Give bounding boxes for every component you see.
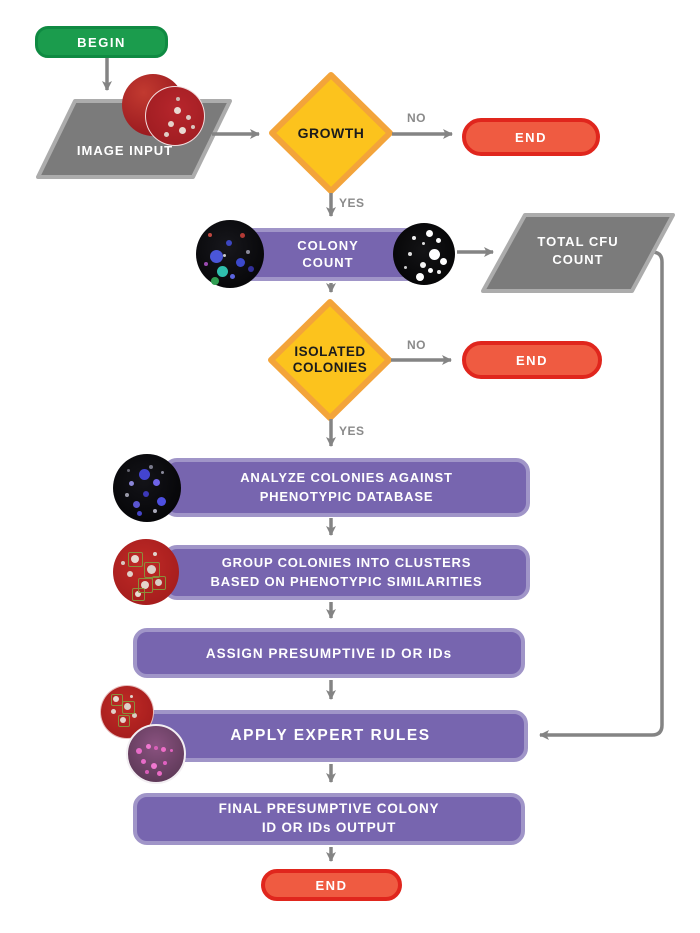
growth-label: GROWTH bbox=[297, 125, 365, 141]
isolated-line1: ISOLATED bbox=[294, 344, 366, 359]
begin-terminator: BEGIN bbox=[35, 26, 168, 58]
apply-label: APPLY EXPERT RULES bbox=[230, 727, 431, 744]
purple-dish-pink-colonies-photo bbox=[126, 724, 186, 784]
group-line2: BASED ON PHENOTYPIC SIMILARITIES bbox=[210, 573, 483, 589]
final-output-process: FINAL PRESUMPTIVE COLONY ID OR IDs OUTPU… bbox=[133, 793, 525, 845]
group-line1: GROUP COLONIES INTO CLUSTERS bbox=[221, 555, 472, 571]
final-line2: ID OR IDs OUTPUT bbox=[261, 820, 397, 835]
isolated-colonies-label: ISOLATED COLONIES bbox=[270, 344, 390, 376]
edge-cfu-to-apply bbox=[539, 250, 664, 740]
assign-id-process: ASSIGN PRESUMPTIVE ID OR IDs bbox=[133, 628, 525, 678]
colony-count-line2: COUNT bbox=[302, 254, 354, 270]
assign-label: ASSIGN PRESUMPTIVE ID OR IDs bbox=[205, 645, 453, 661]
analyze-line1: ANALYZE COLONIES AGAINST bbox=[240, 470, 453, 486]
growth-decision-diamond bbox=[269, 72, 393, 194]
red-dish-detected-colonies-photo bbox=[113, 539, 179, 605]
end-terminator-final: END bbox=[261, 869, 402, 901]
colony-count-line1: COLONY bbox=[297, 237, 359, 253]
growth-no-label: NO bbox=[407, 111, 426, 125]
isolated-no-label: NO bbox=[407, 338, 426, 352]
isolated-colonies-decision-diamond bbox=[268, 299, 392, 421]
analyze-line2: PHENOTYPIC DATABASE bbox=[259, 488, 434, 504]
begin-label: BEGIN bbox=[77, 34, 126, 50]
final-line1: FINAL PRESUMPTIVE COLONY bbox=[218, 801, 440, 817]
black-dish-colored-colonies-photo bbox=[196, 220, 264, 288]
image-input-label: IMAGE INPUT bbox=[76, 143, 174, 158]
total-cfu-label: TOTAL CFU COUNT bbox=[503, 233, 653, 268]
total-cfu-parallelogram bbox=[481, 213, 675, 293]
total-cfu-line1: TOTAL CFU bbox=[537, 234, 619, 249]
black-dish-blue-colonies-photo bbox=[113, 454, 181, 522]
end-terminator-isolated: END bbox=[462, 341, 602, 379]
red-blood-agar-dish-lid bbox=[145, 86, 205, 146]
end-label: END bbox=[515, 129, 547, 145]
apply-expert-rules-process: APPLY EXPERT RULES bbox=[133, 710, 528, 762]
analyze-colonies-process: ANALYZE COLONIES AGAINST PHENOTYPIC DATA… bbox=[163, 458, 530, 517]
group-colonies-process: GROUP COLONIES INTO CLUSTERS BASED ON PH… bbox=[163, 545, 530, 600]
isolated-yes-label: YES bbox=[339, 424, 365, 438]
growth-yes-label: YES bbox=[339, 196, 365, 210]
end-label: END bbox=[516, 352, 548, 368]
end-terminator-growth: END bbox=[462, 118, 600, 156]
black-dish-white-colonies-photo bbox=[393, 223, 455, 285]
end-label: END bbox=[315, 877, 348, 893]
total-cfu-line2: COUNT bbox=[552, 251, 604, 267]
isolated-line2: COLONIES bbox=[292, 360, 368, 376]
